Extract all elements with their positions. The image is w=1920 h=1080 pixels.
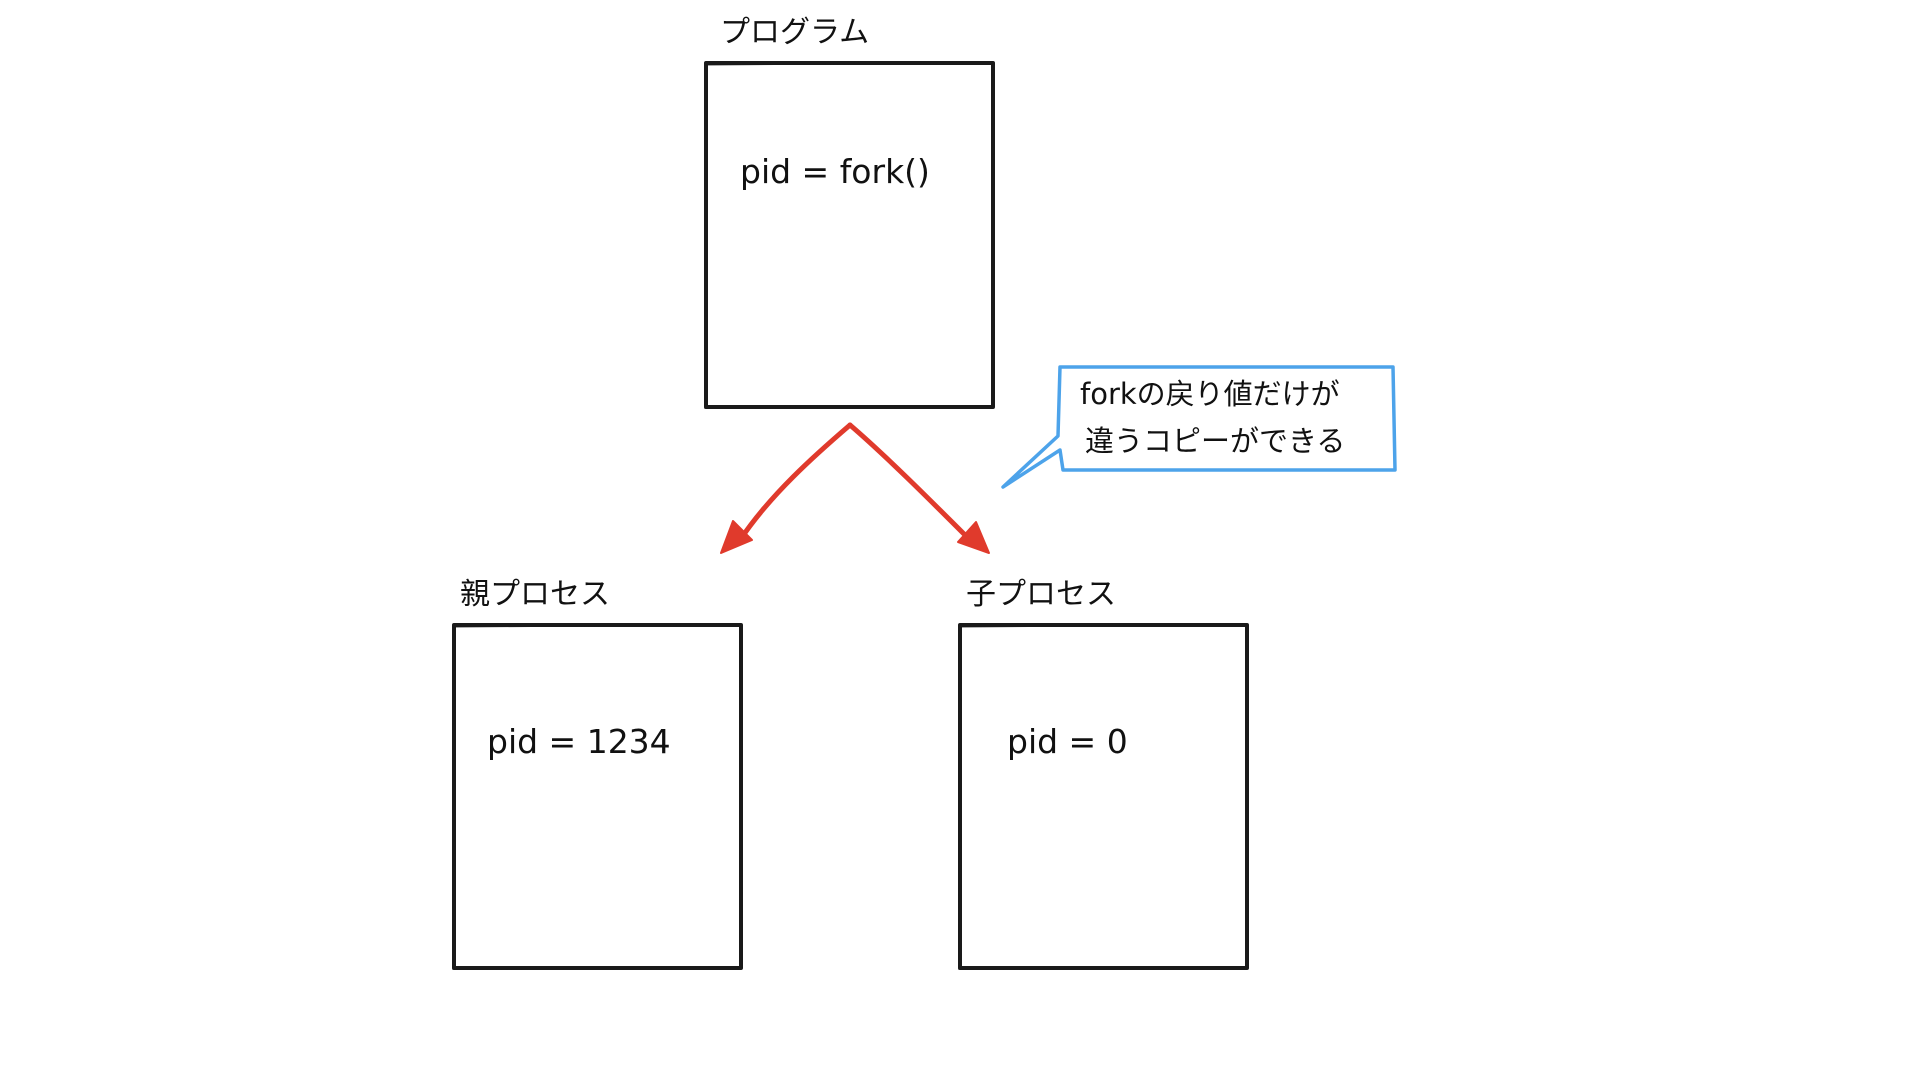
- program-code: pid = fork(): [740, 152, 930, 191]
- parent-box: [452, 623, 743, 970]
- arrow-to-parent-head: [720, 520, 753, 554]
- parent-title: 親プロセス: [460, 577, 610, 612]
- arrow-to-child-line: [847, 422, 968, 538]
- arrow-to-child-head: [957, 521, 990, 554]
- program-node: プログラム pid = fork(): [704, 15, 995, 409]
- parent-box-sketch-stroke: [452, 623, 743, 970]
- fork-arrows: [720, 422, 990, 554]
- callout: forkの戻り値だけが 違うコピーができる: [1001, 365, 1397, 489]
- program-title: プログラム: [720, 15, 869, 50]
- callout-line-2: 違うコピーができる: [1085, 424, 1345, 458]
- arrow-to-parent-line: [737, 422, 853, 543]
- callout-line-1: forkの戻り値だけが: [1080, 377, 1340, 411]
- child-box: [958, 623, 1249, 970]
- child-title: 子プロセス: [966, 577, 1116, 612]
- parent-node: 親プロセス pid = 1234: [452, 577, 743, 970]
- program-box: [704, 61, 995, 409]
- parent-code: pid = 1234: [487, 722, 671, 761]
- program-box-sketch-stroke: [704, 61, 995, 409]
- child-code: pid = 0: [1007, 722, 1128, 761]
- child-box-sketch-stroke: [958, 623, 1249, 970]
- child-node: 子プロセス pid = 0: [958, 577, 1249, 970]
- callout-bubble: [1001, 365, 1397, 489]
